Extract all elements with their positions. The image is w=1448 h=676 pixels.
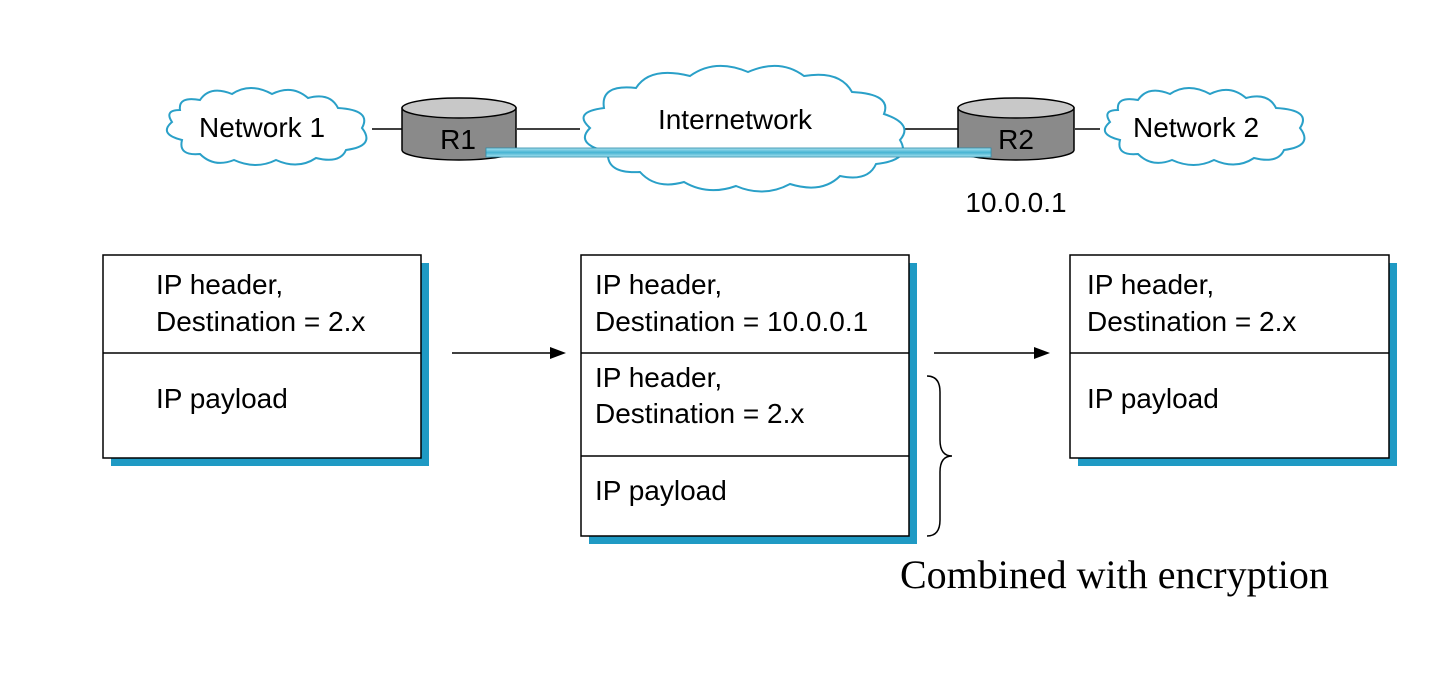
packet-tunneled-payload: IP payload xyxy=(595,475,727,506)
packet-tunneled-inner-header-line1: IP header, xyxy=(595,362,722,393)
router-r2: R2 xyxy=(957,97,1075,161)
network2-label: Network 2 xyxy=(1133,112,1259,143)
encryption-brace xyxy=(926,375,953,537)
internetwork-label: Internetwork xyxy=(658,104,813,135)
packet-delivered-payload: IP payload xyxy=(1087,383,1219,414)
packet-tunneled: IP header, Destination = 10.0.0.1 IP hea… xyxy=(580,254,917,544)
packet-original-payload: IP payload xyxy=(156,383,288,414)
router-r1-label: R1 xyxy=(440,124,476,155)
packet-tunneled-outer-header-line1: IP header, xyxy=(595,269,722,300)
tunnel-pipe xyxy=(485,147,992,158)
internetwork-cloud: Internetwork xyxy=(582,65,906,193)
network1-cloud: Network 1 xyxy=(165,87,368,166)
arrow-encapsulate xyxy=(452,347,566,359)
packet-delivered-header-line1: IP header, xyxy=(1087,269,1214,300)
router-r1: R1 xyxy=(401,97,517,161)
packet-tunneled-inner-header-line2: Destination = 2.x xyxy=(595,398,804,429)
network2-cloud: Network 2 xyxy=(1103,87,1306,166)
encryption-note: Combined with encryption xyxy=(900,552,1329,597)
packet-original-header-line2: Destination = 2.x xyxy=(156,306,365,337)
packet-delivered-header-line2: Destination = 2.x xyxy=(1087,306,1296,337)
network1-label: Network 1 xyxy=(199,112,325,143)
packet-tunneled-outer-header-line2: Destination = 10.0.0.1 xyxy=(595,306,868,337)
packet-original: IP header, Destination = 2.x IP payload xyxy=(102,254,429,466)
packet-delivered: IP header, Destination = 2.x IP payload xyxy=(1069,254,1397,466)
router-r2-label: R2 xyxy=(998,124,1034,155)
arrow-decapsulate xyxy=(934,347,1050,359)
packet-original-header-line1: IP header, xyxy=(156,269,283,300)
tunnel-endpoint-address: 10.0.0.1 xyxy=(965,187,1066,218)
